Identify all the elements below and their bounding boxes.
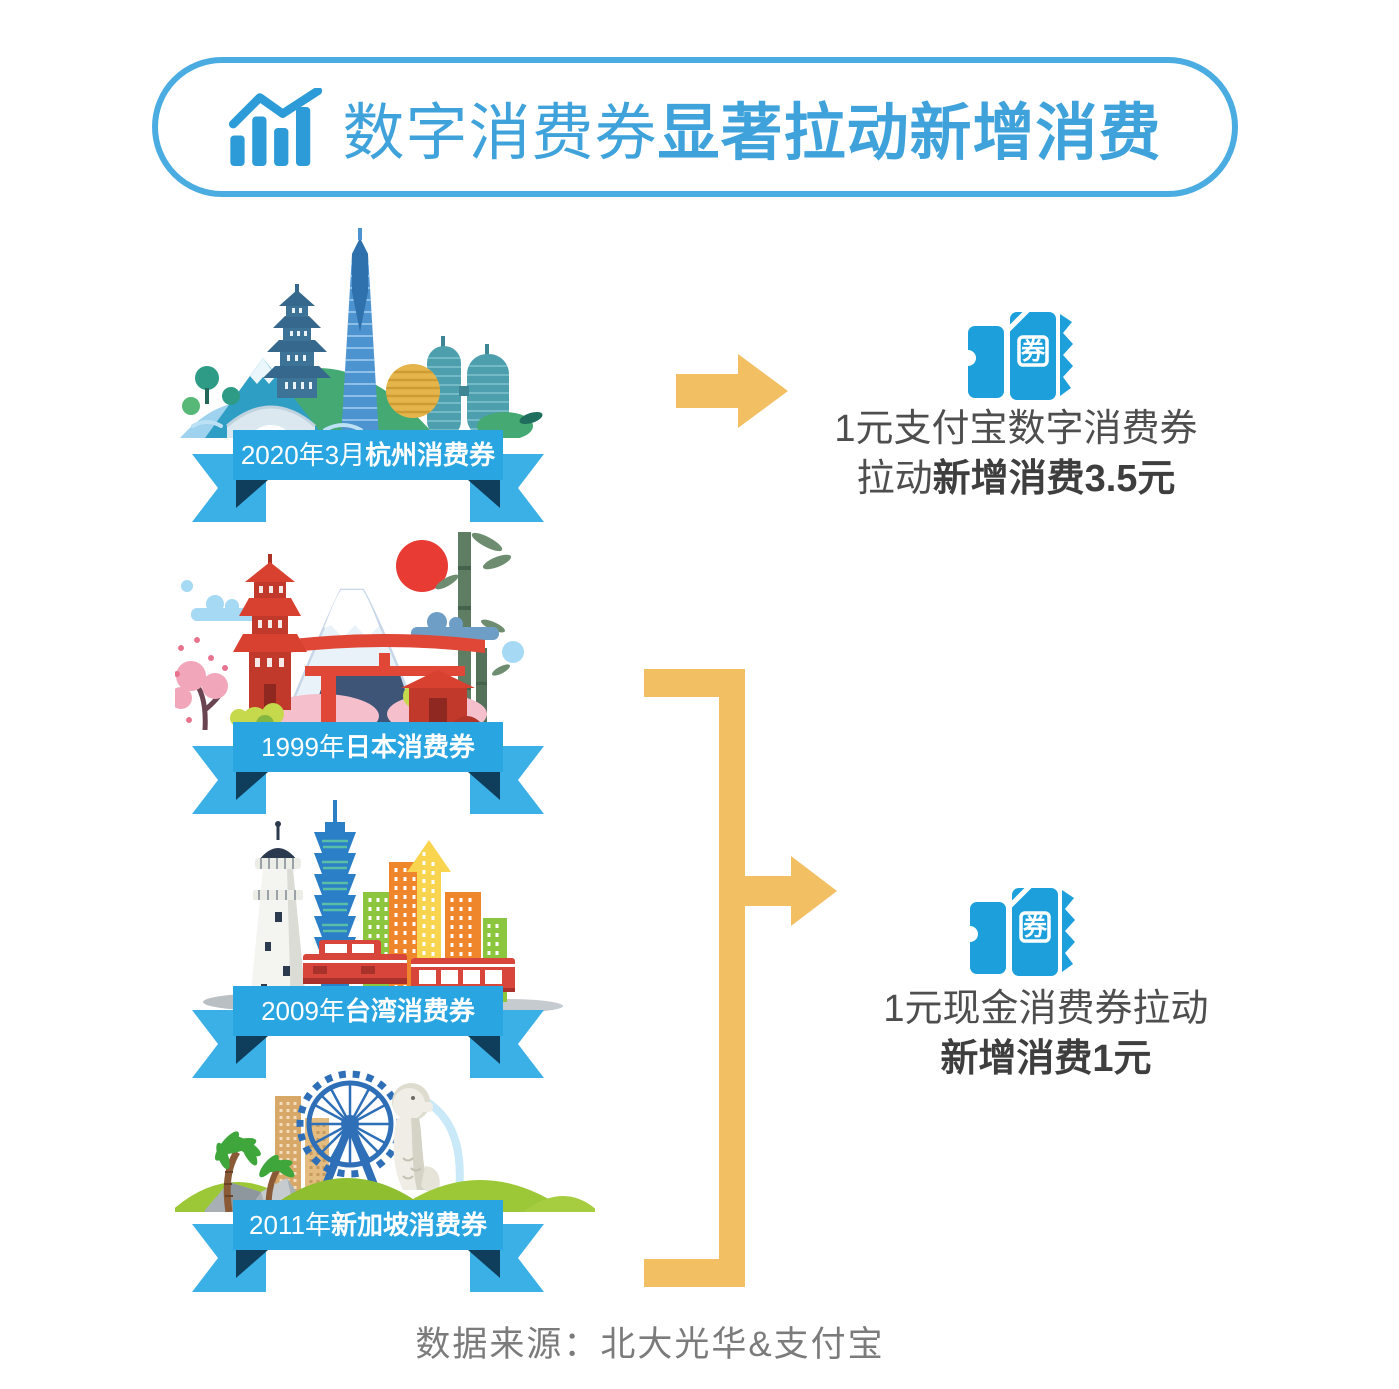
title-light-part: 数字消费券	[342, 99, 658, 168]
result-line2: 新增消费1元	[940, 1038, 1152, 1080]
voucher-ticket-icon: 券	[968, 882, 1075, 976]
red-pagoda	[233, 554, 307, 710]
cherry-blossom	[175, 637, 228, 730]
svg-text:券: 券	[1021, 337, 1046, 365]
hangzhou-tower	[341, 228, 379, 438]
ribbon-label-hangzhou: 2020年3月杭州消费券	[241, 440, 496, 470]
ribbon-banner-japan: 1999年日本消费券	[192, 722, 544, 814]
ribbon-banner-singapore: 2011年新加坡消费券	[192, 1200, 544, 1292]
ribbon-banner-taiwan: 2009年台湾消费券	[192, 986, 544, 1078]
arrow-right-icon	[676, 354, 788, 428]
result-line1: 1元支付宝数字消费券	[834, 408, 1198, 450]
page-title: 数字消费券显著拉动新增消费	[342, 82, 1161, 172]
red-sun	[396, 540, 448, 592]
merlion-statue	[392, 1083, 464, 1193]
title-bold-part: 显著拉动新增消费	[657, 99, 1162, 168]
ribbon-label-japan: 1999年日本消费券	[261, 732, 476, 762]
result-line2: 拉动新增消费3.5元	[856, 458, 1176, 500]
lighthouse	[249, 821, 307, 1012]
japan-landmarks-illustration	[175, 532, 524, 730]
title-banner: 数字消费券显著拉动新增消费	[152, 57, 1238, 197]
bar-chart-trend-icon	[229, 88, 323, 166]
ribbon-banner-hangzhou: 2020年3月杭州消费券	[192, 430, 544, 522]
svg-text:券: 券	[1023, 913, 1048, 941]
result-text-cash-voucher: 1元现金消费券拉动 新增消费1元	[796, 984, 1296, 1084]
voucher-ticket-icon: 券	[966, 306, 1073, 400]
result-line1: 1元现金消费券拉动	[883, 988, 1209, 1030]
bracket-merge-arrow	[644, 669, 837, 1287]
singapore-landmarks-illustration	[175, 1070, 595, 1212]
hangzhou-skyline-illustration	[180, 228, 543, 438]
golden-sphere	[386, 364, 440, 418]
taiwan-landmarks-illustration	[203, 800, 563, 1012]
leifeng-pagoda	[263, 284, 331, 398]
ribbon-label-taiwan: 2009年台湾消费券	[261, 996, 476, 1026]
ribbon-label-singapore: 2011年新加坡消费券	[249, 1210, 488, 1240]
result-text-digital-voucher: 1元支付宝数字消费券 拉动新增消费3.5元	[766, 404, 1266, 504]
data-source-note: 数据来源：北大光华&支付宝	[415, 1325, 885, 1364]
